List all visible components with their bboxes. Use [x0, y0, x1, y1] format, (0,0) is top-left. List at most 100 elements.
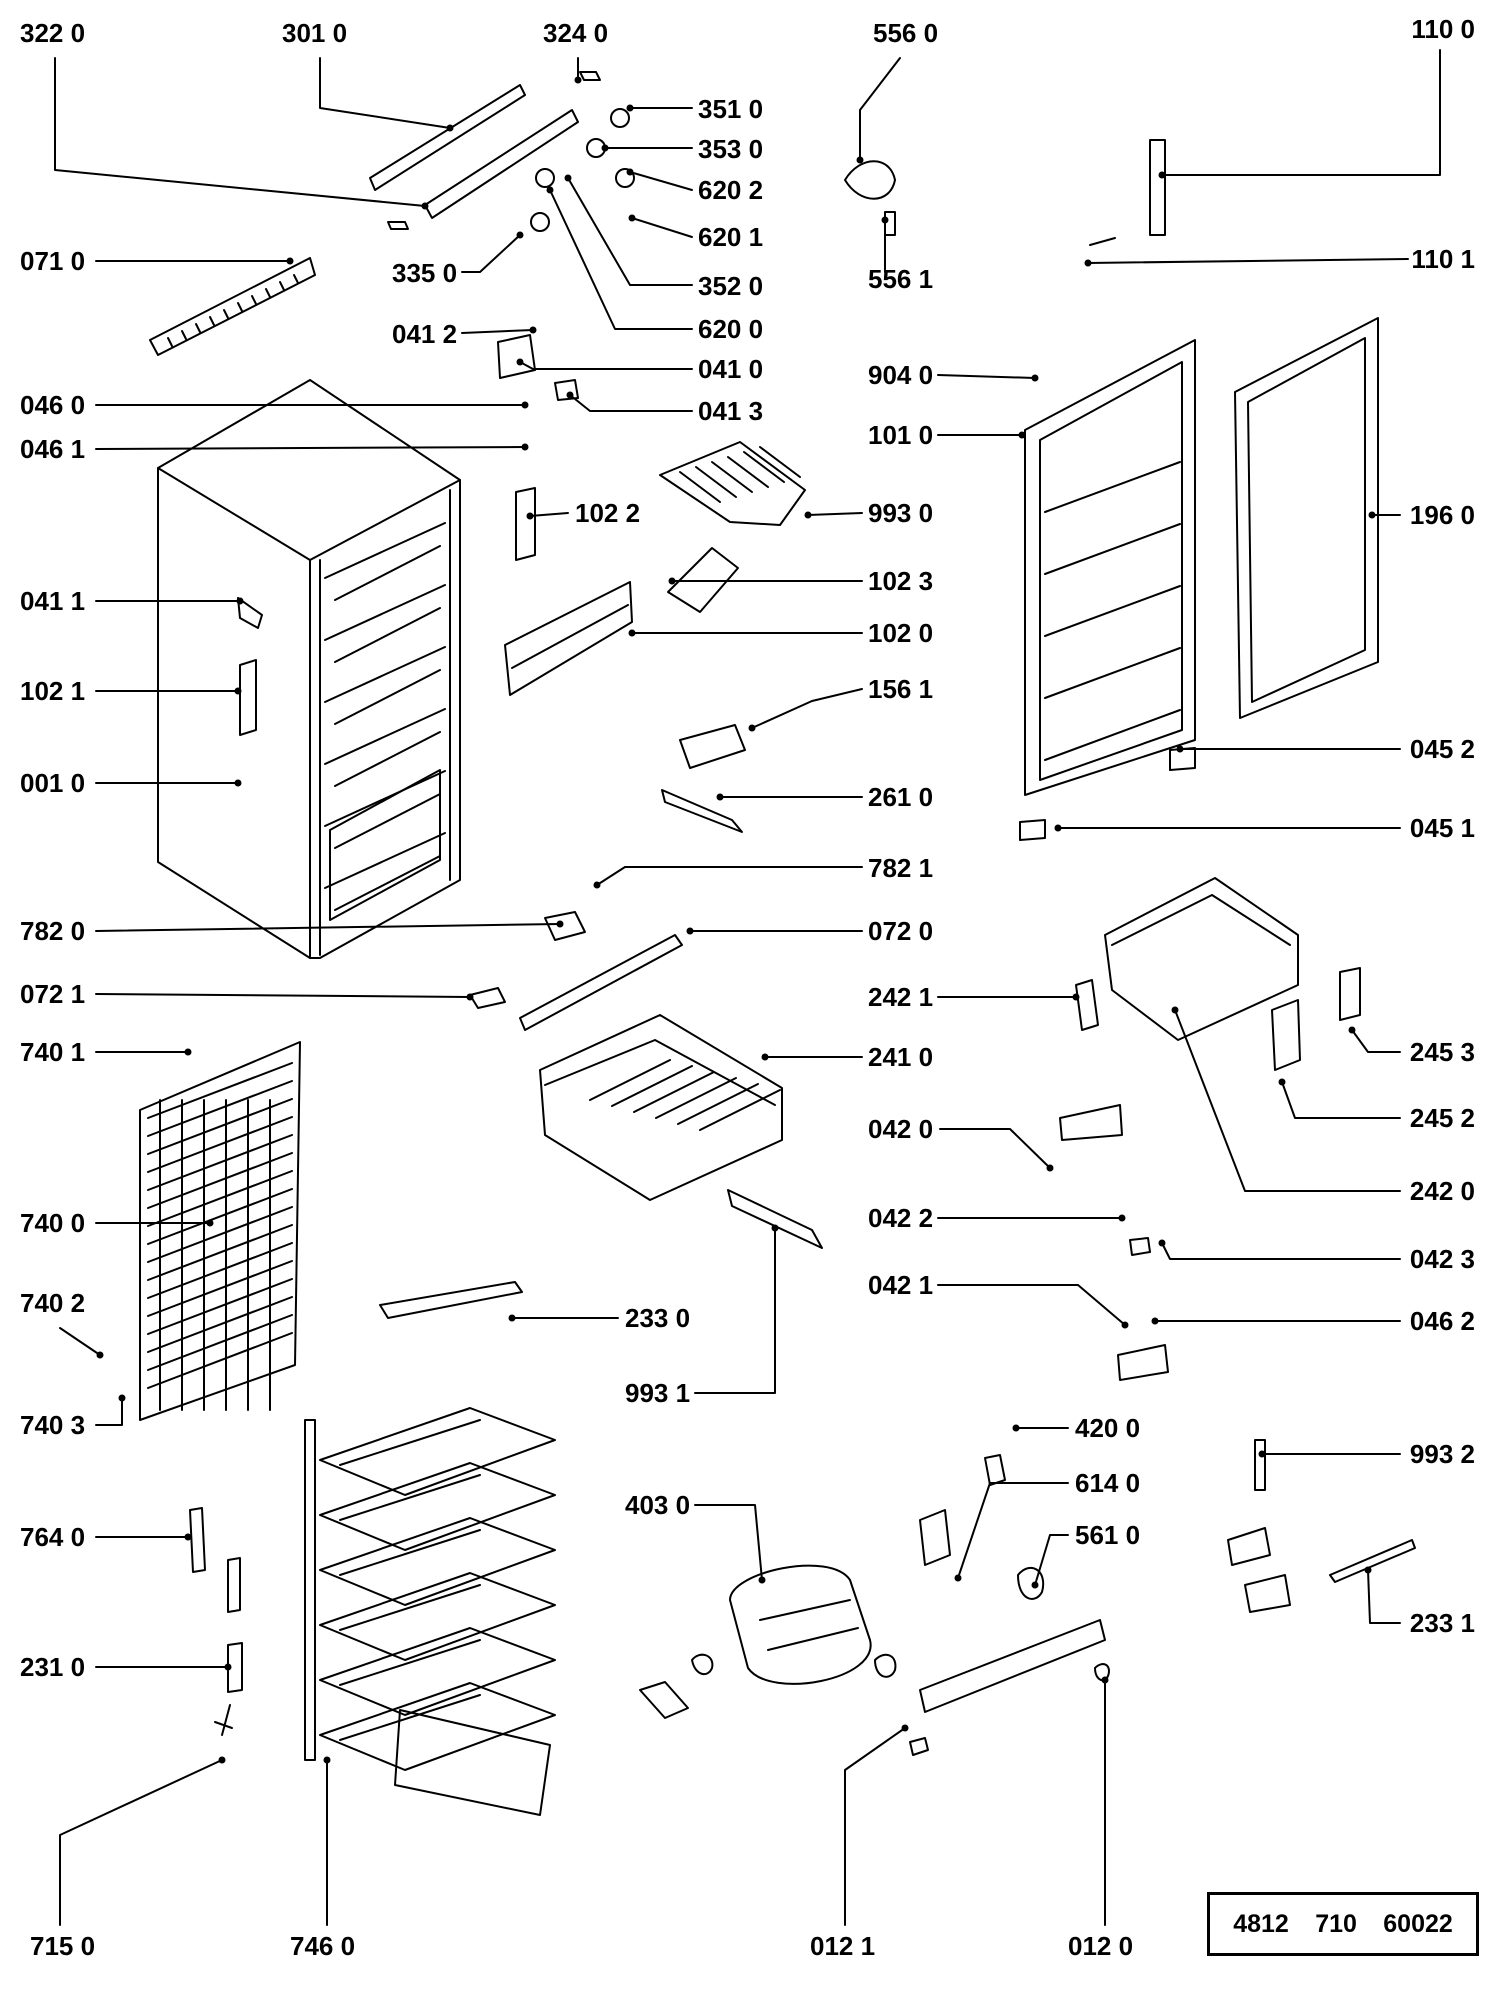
hinge-041-1	[237, 597, 263, 629]
part-label: 041 1	[20, 586, 85, 616]
part-label: 556 1	[868, 264, 933, 294]
leader-dot	[574, 76, 582, 84]
relay-420	[984, 1454, 1006, 1486]
knob-shape	[610, 108, 630, 128]
part-label: 012 0	[1068, 1931, 1133, 1961]
shelf-993-slat	[679, 471, 721, 503]
leader-line	[937, 1284, 1126, 1326]
leader-line	[54, 57, 426, 207]
part-label: 046 1	[20, 434, 85, 464]
leader-dot	[1054, 824, 1062, 832]
leader-dot	[218, 1756, 226, 1764]
leader-line	[629, 171, 693, 191]
rail-071-tick	[223, 309, 229, 319]
condenser-coil	[147, 1260, 293, 1317]
leader-line	[807, 512, 863, 516]
part-label: 993 1	[625, 1378, 690, 1408]
part-label: 782 1	[868, 853, 933, 883]
reference-number-box: 4812 710 60022	[1207, 1892, 1479, 1956]
condenser-coil	[147, 1098, 293, 1155]
part-072-1	[469, 987, 506, 1009]
part-012-1	[909, 1737, 929, 1756]
shelf-746-line	[339, 1474, 481, 1521]
leader-line	[1367, 1569, 1401, 1624]
basket-241-slat	[589, 1059, 671, 1101]
part-label: 335 0	[392, 258, 457, 288]
leader-dot	[1278, 1078, 1286, 1086]
leader-dot	[526, 512, 534, 520]
part-233-1	[1329, 1539, 1416, 1583]
part-label: 042 3	[1410, 1244, 1475, 1274]
condenser-coil	[147, 1206, 293, 1263]
part-322-clip	[387, 221, 409, 230]
leader-line	[596, 866, 863, 886]
condenser-coil	[147, 1062, 293, 1119]
part-556-1	[884, 211, 896, 236]
part-label: 045 2	[1410, 734, 1475, 764]
leader-dot	[804, 511, 812, 519]
part-245-3	[1339, 967, 1361, 1021]
knob-shape	[535, 168, 555, 188]
part-label: 420 0	[1075, 1413, 1140, 1443]
part-label: 241 0	[868, 1042, 933, 1072]
shelf-993-slat	[759, 446, 801, 478]
shelf-746	[319, 1682, 556, 1771]
rail-071-tick	[195, 323, 201, 333]
shelf-746-line	[339, 1529, 481, 1576]
part-label: 620 0	[698, 314, 763, 344]
part-label: 001 0	[20, 768, 85, 798]
part-261	[661, 789, 743, 833]
part-156-b	[679, 724, 746, 769]
part-label: 102 2	[575, 498, 640, 528]
part-782-0	[544, 911, 586, 941]
leader-dot	[758, 1576, 766, 1584]
shelf-746	[319, 1627, 556, 1716]
part-label: 196 0	[1410, 500, 1475, 530]
leader-dot	[954, 1574, 962, 1582]
shelf-746-line	[339, 1694, 481, 1741]
reference-part-2: 710	[1315, 1909, 1357, 1938]
door-shelf	[1044, 523, 1181, 575]
cabinet-drawer-line	[334, 793, 441, 849]
part-764-b	[227, 1557, 241, 1613]
reference-part-1: 4812	[1233, 1909, 1289, 1938]
condenser-coil	[147, 1278, 293, 1335]
part-label: 301 0	[282, 18, 347, 48]
leader-dot	[901, 1724, 909, 1732]
reference-part-3: 60022	[1383, 1909, 1453, 1938]
leader-dot	[748, 724, 756, 732]
door-shelf	[1044, 709, 1181, 761]
rail-071-tick	[251, 295, 257, 305]
part-label: 245 2	[1410, 1103, 1475, 1133]
condenser-coil	[147, 1134, 293, 1191]
condenser-coil	[147, 1332, 293, 1389]
leader-line	[694, 1227, 776, 1394]
part-label: 102 3	[868, 566, 933, 596]
condenser-coil	[147, 1224, 293, 1281]
leader-dot	[516, 358, 524, 366]
panel-102	[504, 581, 633, 696]
part-label: 110 0	[1411, 14, 1475, 44]
part-label: 102 0	[868, 618, 933, 648]
basket-241-slat	[611, 1065, 693, 1107]
leader-line	[1034, 1534, 1069, 1586]
part-label: 072 0	[868, 916, 933, 946]
cabinet-front-frame	[319, 489, 451, 956]
part-245-2	[1271, 999, 1301, 1071]
leader-line	[95, 923, 561, 932]
shelf-746-line	[339, 1639, 481, 1686]
cabinet-bottom-drawer	[329, 769, 441, 921]
part-label: 041 3	[698, 396, 763, 426]
basket-241-slat	[677, 1083, 759, 1125]
leader-line	[1174, 1009, 1401, 1192]
gasket-196-inner	[1247, 337, 1366, 703]
part-label: 042 2	[868, 1203, 933, 1233]
part-label: 233 1	[1410, 1608, 1475, 1638]
condenser-coil	[147, 1242, 293, 1299]
cabinet-drawer-line	[334, 731, 441, 787]
leader-dot	[1121, 1321, 1129, 1329]
part-561	[1017, 1566, 1045, 1600]
part-label: 740 1	[20, 1037, 85, 1067]
knob-shape	[615, 168, 635, 188]
leader-dot	[716, 793, 724, 801]
